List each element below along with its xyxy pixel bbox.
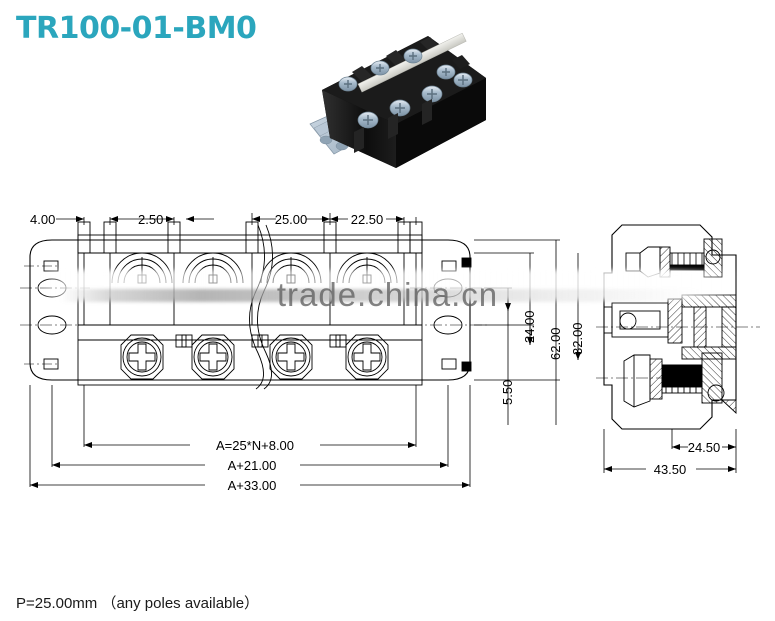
- technical-drawing: 4.00 2.50 25.00 22.50: [0, 195, 775, 525]
- right-mounting-slots: [433, 278, 463, 335]
- dim-32-00: 32.00: [570, 322, 585, 355]
- dim-4-00: 4.00: [30, 212, 55, 227]
- dim-24-00: 24.00: [522, 310, 537, 343]
- side-upper-screw: [625, 238, 723, 278]
- page-title: TR100-01-BM0: [16, 11, 257, 46]
- photo-lower-separators: [354, 99, 432, 153]
- dim-5-50: 5.50: [500, 380, 515, 405]
- side-middle-clamp: [603, 294, 737, 360]
- photo-screws-upper: [338, 48, 456, 92]
- side-view-dimension-labels: 24.50 43.50: [654, 440, 721, 477]
- dim-24-50: 24.50: [688, 440, 721, 455]
- side-view-dimension-lines: [603, 429, 737, 473]
- left-mounting-slots: [37, 278, 67, 335]
- dim-43-50: 43.50: [654, 462, 687, 477]
- footer-note: P=25.00mm （any poles available）: [16, 595, 260, 612]
- photo-screws-lower: [357, 72, 473, 129]
- lower-terminals: [120, 334, 389, 380]
- side-view: [596, 224, 760, 430]
- dim-22-50: 22.50: [351, 212, 384, 227]
- bottom-dimension-lines: [29, 385, 471, 488]
- product-photo: [300, 28, 495, 183]
- dim-a-33: A+33.00: [228, 478, 277, 493]
- dim-2-50: 2.50: [138, 212, 163, 227]
- dim-25-00: 25.00: [275, 212, 308, 227]
- top-dimension-labels: 4.00 2.50 25.00 22.50: [30, 212, 383, 227]
- bottom-dimension-labels: A=25*N+8.00 A+21.00 A+33.00: [216, 438, 294, 493]
- dim-a-formula: A=25*N+8.00: [216, 438, 294, 453]
- upper-terminals: [111, 252, 398, 284]
- top-dimension-lines: [56, 213, 417, 225]
- dim-62-00: 62.00: [548, 327, 563, 360]
- front-view: [20, 221, 490, 390]
- side-lower-screw: [623, 352, 737, 415]
- dim-a-21: A+21.00: [228, 458, 277, 473]
- right-vertical-dimension-labels: 5.50 24.00 62.00 32.00: [500, 310, 585, 405]
